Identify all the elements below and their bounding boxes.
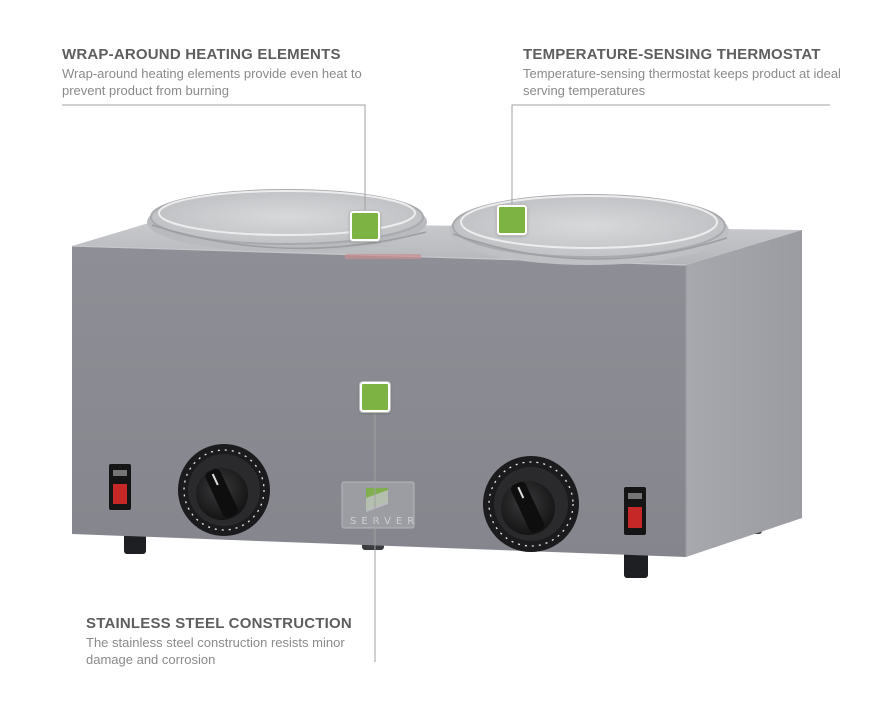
right-power-switch: [624, 487, 646, 535]
callout-description: The stainless steel construction resists…: [86, 635, 345, 667]
left-power-switch: [109, 464, 131, 510]
brand-logo-text: SERVER: [350, 516, 419, 527]
callout-title: STAINLESS STEEL CONSTRUCTION: [86, 615, 352, 632]
side-panel: [686, 230, 802, 557]
brand-logo: SERVER: [341, 481, 419, 529]
callout-title: WRAP-AROUND HEATING ELEMENTS: [62, 46, 341, 63]
left-thermostat-knob: [178, 444, 270, 536]
callout-description: Temperature-sensing thermostat keeps pro…: [523, 66, 841, 98]
hotspot-construction[interactable]: [360, 382, 390, 412]
hotspot-thermostat[interactable]: [497, 205, 527, 235]
right-well: [449, 194, 729, 265]
callout-thermostat: TEMPERATURE-SENSING THERMOSTAT Temperatu…: [523, 46, 843, 99]
right-thermostat-knob: [483, 456, 579, 552]
callout-description: Wrap-around heating elements provide eve…: [62, 66, 362, 98]
top-label-mark: [345, 254, 421, 259]
callout-title: TEMPERATURE-SENSING THERMOSTAT: [523, 46, 821, 63]
callout-construction: STAINLESS STEEL CONSTRUCTION The stainle…: [86, 615, 376, 668]
callout-heating-elements: WRAP-AROUND HEATING ELEMENTS Wrap-around…: [62, 46, 362, 99]
hotspot-heating-elements[interactable]: [350, 211, 380, 241]
foot-front-right: [624, 552, 648, 578]
left-well: [147, 189, 427, 252]
